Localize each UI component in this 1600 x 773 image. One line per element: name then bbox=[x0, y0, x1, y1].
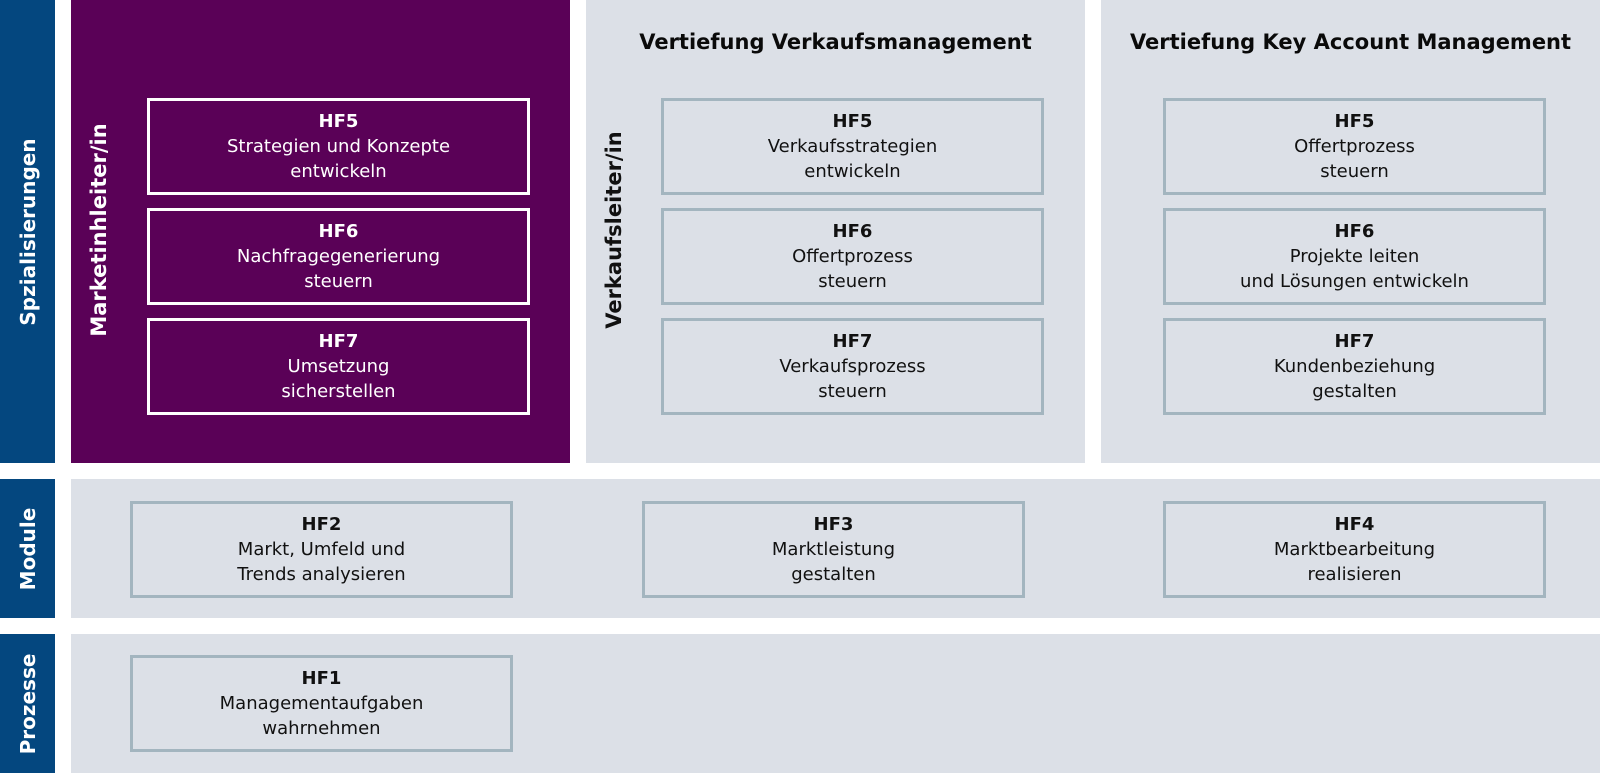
module-text-line1: Verkaufsstrategien bbox=[767, 136, 938, 157]
module-box-marketing-hf5: HF5 Strategien und Konzepte entwickeln bbox=[147, 98, 530, 195]
module-code: HF6 bbox=[318, 221, 359, 242]
module-box-kam-hf7: HF7 Kundenbeziehung gestalten bbox=[1163, 318, 1546, 415]
module-box-hf2: HF2 Markt, Umfeld und Trends analysieren bbox=[130, 501, 513, 598]
module-text-line2: und Lösungen entwickeln bbox=[1240, 271, 1469, 292]
module-box-sales-hf7: HF7 Verkaufsprozess steuern bbox=[661, 318, 1044, 415]
module-text-line2: gestalten bbox=[1312, 381, 1397, 402]
module-code: HF1 bbox=[301, 668, 342, 689]
module-text-line2: wahrnehmen bbox=[262, 718, 381, 739]
module-box-hf1: HF1 Managementaufgaben wahrnehmen bbox=[130, 655, 513, 752]
module-text-line2: realisieren bbox=[1307, 564, 1402, 585]
module-text-line1: Markt, Umfeld und bbox=[237, 539, 406, 560]
module-text-line1: Nachfragegenerierung bbox=[236, 246, 441, 267]
column-title-sales: Vertiefung Verkaufsmanagement bbox=[639, 30, 1032, 54]
module-text-line1: Strategien und Konzepte bbox=[226, 136, 451, 157]
module-box-marketing-hf6: HF6 Nachfragegenerierung steuern bbox=[147, 208, 530, 305]
row-label-processes-text: Prozesse bbox=[15, 653, 40, 754]
row-label-specializations-text: Spzialisierungen bbox=[15, 137, 40, 326]
module-code: HF7 bbox=[832, 331, 873, 352]
module-code: HF5 bbox=[832, 111, 873, 132]
row-label-modules-text: Module bbox=[15, 507, 40, 590]
module-text-line1: Verkaufsprozess bbox=[779, 356, 926, 377]
module-text-line2: Trends analysieren bbox=[237, 564, 406, 585]
specialization-panel-sales: Vertiefung Verkaufsmanagement Verkaufsle… bbox=[586, 0, 1085, 463]
module-code: HF2 bbox=[301, 514, 342, 535]
module-box-hf3: HF3 Marktleistung gestalten bbox=[642, 501, 1025, 598]
module-box-kam-hf5: HF5 Offertprozess steuern bbox=[1163, 98, 1546, 195]
module-box-sales-hf6: HF6 Offertprozess steuern bbox=[661, 208, 1044, 305]
module-code: HF5 bbox=[318, 111, 359, 132]
module-text-line1: Marktbearbeitung bbox=[1273, 539, 1436, 560]
module-box-hf4: HF4 Marktbearbeitung realisieren bbox=[1163, 501, 1546, 598]
module-text-line2: steuern bbox=[1320, 161, 1389, 182]
processes-panel: HF1 Managementaufgaben wahrnehmen bbox=[71, 634, 1600, 773]
module-code: HF5 bbox=[1334, 111, 1375, 132]
modules-panel: HF2 Markt, Umfeld und Trends analysieren… bbox=[71, 479, 1600, 618]
module-text-line1: Offertprozess bbox=[792, 246, 913, 267]
module-text-line2: entwickeln bbox=[804, 161, 901, 182]
module-text-line1: Umsetzung bbox=[287, 356, 390, 377]
module-code: HF6 bbox=[832, 221, 873, 242]
module-text-line1: Managementaufgaben bbox=[219, 693, 424, 714]
module-text-line1: Offertprozess bbox=[1294, 136, 1415, 157]
module-text-line2: steuern bbox=[818, 381, 887, 402]
module-code: HF7 bbox=[1334, 331, 1375, 352]
specialization-panel-marketing: Marketinhleiter/in HF5 Strategien und Ko… bbox=[71, 0, 570, 463]
module-code: HF7 bbox=[318, 331, 359, 352]
module-box-marketing-hf7: HF7 Umsetzung sicherstellen bbox=[147, 318, 530, 415]
module-text-line2: gestalten bbox=[791, 564, 876, 585]
module-box-kam-hf6: HF6 Projekte leiten und Lösungen entwick… bbox=[1163, 208, 1546, 305]
module-text-line1: Marktleistung bbox=[771, 539, 896, 560]
row-label-specializations: Spzialisierungen bbox=[0, 0, 55, 463]
module-text-line1: Kundenbeziehung bbox=[1273, 356, 1436, 377]
module-code: HF3 bbox=[813, 514, 854, 535]
module-text-line1: Projekte leiten bbox=[1289, 246, 1420, 267]
specialization-panel-key-account: Vertiefung Key Account Management HF5 Of… bbox=[1101, 0, 1600, 463]
column-title-key-account: Vertiefung Key Account Management bbox=[1129, 30, 1572, 54]
row-label-modules: Module bbox=[0, 479, 55, 618]
role-label-marketing: Marketinhleiter/in bbox=[71, 0, 127, 463]
module-text-line2: steuern bbox=[304, 271, 373, 292]
role-label-sales: Verkaufsleiter/in bbox=[586, 0, 642, 463]
module-text-line2: steuern bbox=[818, 271, 887, 292]
module-text-line2: entwickeln bbox=[290, 161, 387, 182]
module-box-sales-hf5: HF5 Verkaufsstrategien entwickeln bbox=[661, 98, 1044, 195]
role-label-sales-text: Verkaufsleiter/in bbox=[602, 131, 626, 329]
role-label-marketing-text: Marketinhleiter/in bbox=[87, 123, 111, 337]
module-text-line2: sicherstellen bbox=[281, 381, 396, 402]
module-code: HF4 bbox=[1334, 514, 1375, 535]
row-label-processes: Prozesse bbox=[0, 634, 55, 773]
module-code: HF6 bbox=[1334, 221, 1375, 242]
